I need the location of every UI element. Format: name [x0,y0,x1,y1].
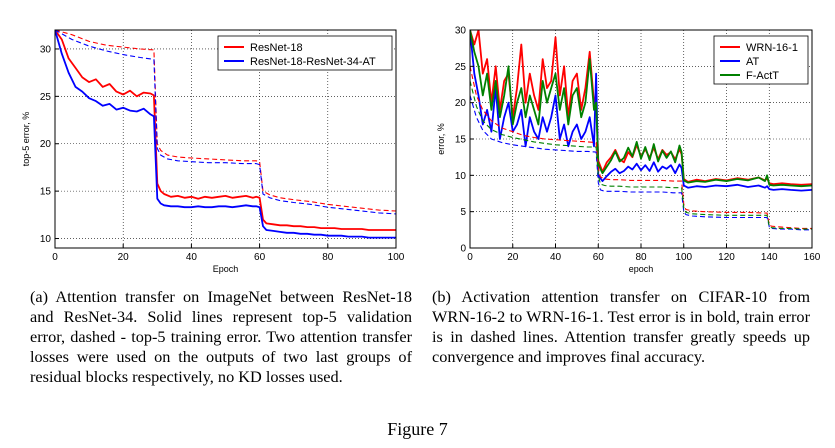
b-xtick-label: 80 [635,252,647,263]
a-legend-label: ResNet-18-ResNet-34-AT [250,56,376,68]
caption-a: (a) Attention transfer on ImageNet betwe… [30,287,412,386]
a-frame [54,29,397,249]
b-xtick-label: 40 [550,252,562,263]
b-legend-label: WRN-16-1 [746,42,798,54]
a-xtick-label: 60 [254,252,266,263]
a-xtick-label: 100 [388,252,405,263]
a-xtick-label: 0 [52,252,58,263]
a-ytick-label: 10 [40,234,52,245]
a-y-axis-label: top-5 error, % [21,112,31,167]
b-ytick-label: 0 [460,244,466,255]
b-series-3-dashed [470,66,812,229]
a-ytick-label: 30 [40,44,52,55]
a-ytick-label: 20 [40,139,52,150]
a-ytick-label: 25 [40,92,52,103]
a-series-0-solid [55,30,396,231]
b-plot-area [470,30,812,231]
a-legend-label: ResNet-18 [250,42,303,54]
b-xtick-label: 120 [718,252,735,263]
b-ytick-label: 5 [460,207,466,218]
b-ytick-label: 15 [455,135,467,146]
b-xtick-label: 160 [804,252,821,263]
b-legend-label: F-ActT [746,70,779,82]
b-series-2-solid [470,30,812,188]
a-x-axis-label: Epoch [213,264,239,274]
a-xtick-label: 20 [118,252,130,263]
b-ytick-label: 10 [455,171,467,182]
b-ytick-label: 20 [455,98,467,109]
a-series-2-dashed [55,30,396,212]
a-plot-area [55,30,396,239]
a-series-1-solid [55,30,396,239]
a-xtick-label: 80 [322,252,334,263]
b-series-1-solid [470,30,812,192]
b-xtick-label: 0 [467,252,473,263]
caption-b: (b) Activation attention transfer on CIF… [432,287,810,366]
b-xtick-label: 140 [761,252,778,263]
a-ytick-label: 15 [40,187,52,198]
figure-label: Figure 7 [387,419,448,439]
b-x-axis-label: epoch [629,264,654,274]
b-y-axis-label: error, % [436,123,446,155]
a-series-3-dashed [55,30,396,215]
b-ytick-label: 25 [455,62,467,73]
a-legend-box [217,35,393,71]
b-xtick-label: 20 [507,252,519,263]
b-series-5-dashed [470,80,812,230]
b-xtick-label: 60 [593,252,605,263]
a-xtick-label: 40 [186,252,198,263]
b-series-4-dashed [470,95,812,231]
b-xtick-label: 100 [675,252,692,263]
b-ytick-label: 30 [455,26,467,37]
b-legend-label: AT [746,56,760,68]
chart-b: 0 20 40 60 80 100 120 140 160 0 5 10 15 20 25 30 epoch er… [436,26,821,275]
